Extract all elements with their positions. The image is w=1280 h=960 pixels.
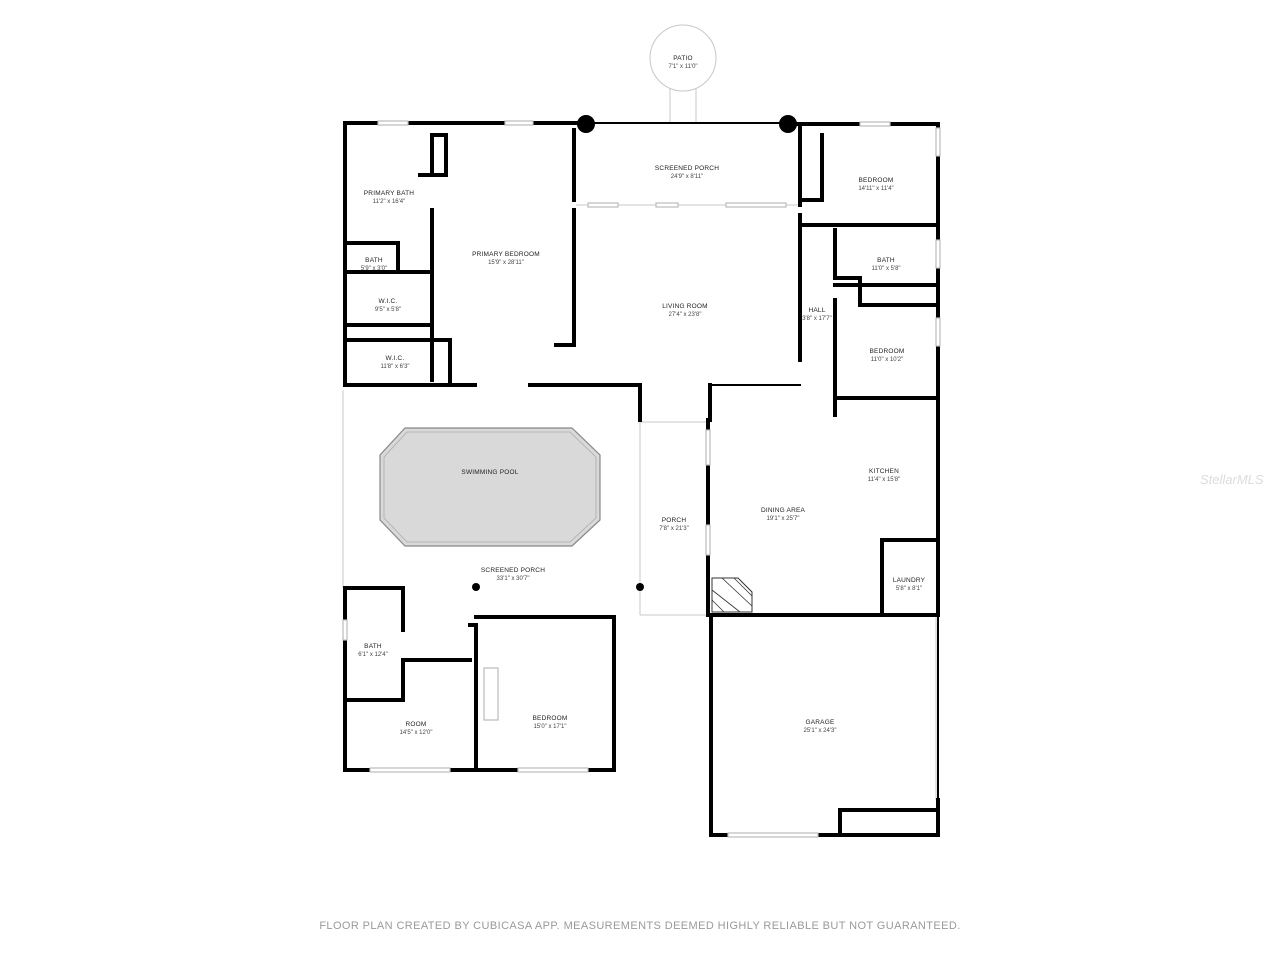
swimming-pool [379, 427, 601, 547]
label-screened-porch-pool-dim: 33'1" x 30'7" [497, 576, 530, 582]
label-wic-1-name: W.I.C. [379, 298, 398, 305]
label-kitchen-dim: 11'4" x 15'8" [868, 477, 900, 483]
label-bedroom-e-dim: 11'0" x 10'2" [871, 357, 903, 363]
label-hall-dim: 3'8" x 17'7" [802, 316, 832, 322]
label-primary-bath-dim: 11'2" x 16'4" [373, 199, 405, 205]
label-bedroom-ne-name: BEDROOM [859, 177, 894, 184]
label-patio-name: PATIO [673, 55, 693, 62]
label-dining-area-name: DINING AREA [761, 507, 806, 514]
label-room-name: ROOM [405, 721, 426, 728]
label-bedroom-s-dim: 15'0" x 17'1" [534, 724, 567, 730]
walls [343, 121, 940, 837]
label-porch-name: PORCH [662, 517, 687, 524]
label-wic-2-dim: 11'8" x 6'3" [380, 364, 409, 370]
footer-disclaimer: FLOOR PLAN CREATED BY CUBICASA APP. MEAS… [319, 920, 961, 932]
label-bath-sw-name: BATH [364, 643, 382, 650]
label-laundry-dim: 5'8" x 8'1" [896, 586, 922, 592]
label-laundry-name: LAUNDRY [893, 577, 926, 584]
label-garage-name: GARAGE [805, 719, 834, 726]
label-wic-2-name: W.I.C. [386, 355, 405, 362]
label-bath-small-name: BATH [365, 257, 383, 264]
label-living-room-dim: 27'4" x 23'8" [669, 312, 702, 318]
columns [472, 115, 797, 591]
label-patio-dim: 7'1" x 11'0" [668, 64, 697, 70]
label-primary-bedroom-dim: 15'9" x 28'11" [488, 260, 524, 266]
windows [342, 120, 941, 838]
fireplace [711, 577, 753, 613]
label-wic-1-dim: 9'5" x 5'8" [375, 307, 401, 313]
label-bedroom-e-name: BEDROOM [870, 348, 905, 355]
label-screened-porch-top-dim: 24'9" x 8'11" [671, 174, 703, 180]
label-room-dim: 14'5" x 12'0" [400, 730, 433, 736]
label-screened-porch-pool-name: SCREENED PORCH [481, 567, 545, 574]
label-screened-porch-top-name: SCREENED PORCH [655, 165, 719, 172]
label-hall-name: HALL [808, 307, 825, 314]
label-swimming-pool-name: SWIMMING POOL [461, 469, 518, 476]
label-porch-dim: 7'8" x 21'3" [659, 526, 689, 532]
label-primary-bath-name: PRIMARY BATH [364, 190, 415, 197]
label-bath-sw-dim: 6'1" x 12'4" [358, 652, 388, 658]
label-bedroom-ne-dim: 14'11" x 11'4" [858, 186, 893, 192]
patio [649, 24, 717, 123]
label-dining-area-dim: 19'1" x 25'7" [767, 516, 800, 522]
label-bath-e-dim: 11'0" x 5'8" [871, 266, 900, 272]
label-garage-dim: 25'1" x 24'3" [804, 728, 837, 734]
watermark: StellarMLS [1200, 472, 1264, 487]
label-kitchen-name: KITCHEN [869, 468, 899, 475]
label-bedroom-s-name: BEDROOM [533, 715, 568, 722]
label-bath-small-dim: 5'9" x 3'0" [361, 266, 387, 272]
room-labels: PATIO 7'1" x 11'0" SCREENED PORCH 24'9" … [358, 55, 925, 736]
label-living-room-name: LIVING ROOM [662, 303, 708, 310]
label-primary-bedroom-name: PRIMARY BEDROOM [472, 251, 540, 258]
label-bath-e-name: BATH [877, 257, 895, 264]
